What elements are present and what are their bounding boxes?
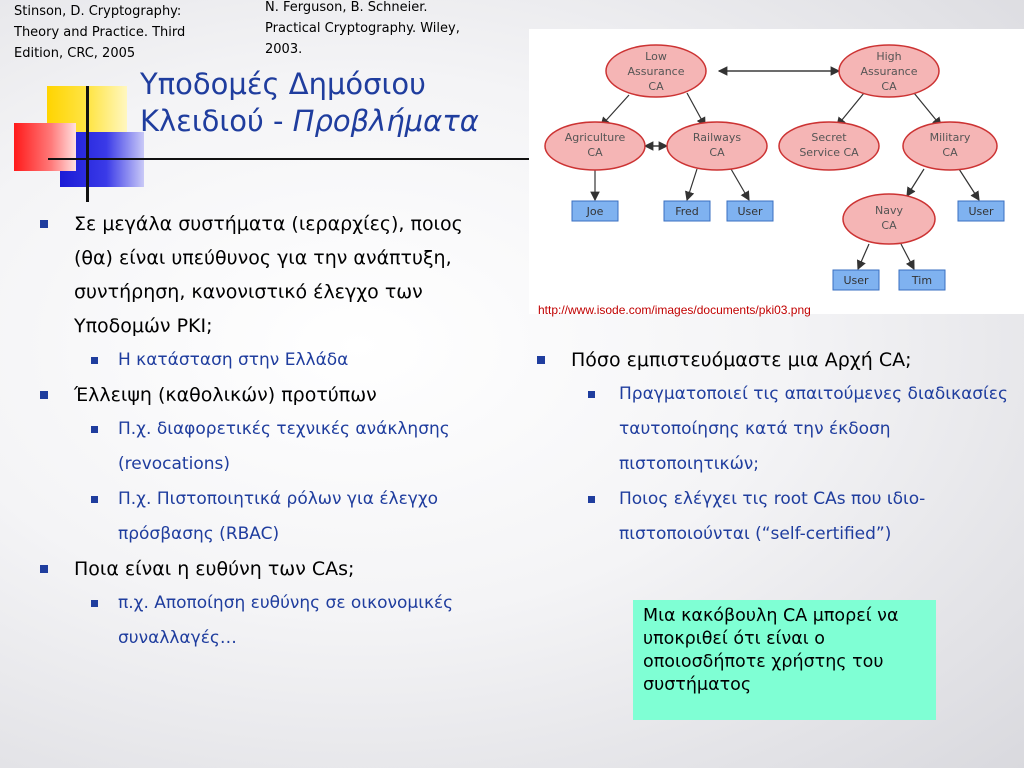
reference-line: 2003. [265,42,303,57]
node-secret-service: Secret Service CA [778,121,880,171]
leaf-label: Fred [675,205,699,218]
reference-ferguson-schneier: N. Ferguson, B. Schneier. Practical Cryp… [265,0,515,60]
reference-line: Edition, CRC, 2005 [14,46,136,61]
node-military: Military CA [902,121,998,171]
node-agriculture: Agriculture CA [544,121,646,171]
vertical-line [86,86,89,202]
reference-line: Practical Cryptography. Wiley, [265,21,460,36]
node-label: Agriculture [565,131,626,144]
bullet-item: Σε μεγάλα συστήματα (ιεραρχίες), ποιος (… [36,207,506,343]
edge-railways-user1 [730,168,750,202]
node-label: CA [881,80,897,93]
reference-line: Stinson, D. Cryptography: [14,4,182,19]
leaf-label: User [737,205,763,218]
leaf-fred: Fred [663,200,711,222]
sub-bullet-item: Η κατάσταση στην Ελλάδα [36,343,506,378]
left-bullet-list: Σε μεγάλα συστήματα (ιεραρχίες), ποιος (… [36,207,506,656]
node-label: Railways [693,131,742,144]
ca-nodes: Low Assurance CA High Assurance CA Agric… [544,44,998,245]
sub-bullet-item: Π.χ. διαφορετικές τεχνικές ανάκλησης (re… [36,412,506,482]
callout-box: Μια κακόβουλη CA μπορεί να υποκριθεί ότι… [633,600,936,720]
node-high-assurance: High Assurance CA [838,44,940,98]
sub-bullet-item: Ποιος ελέγχει τις root CAs που ιδιο-πιστ… [533,482,1013,552]
right-bullet-list: Πόσο εμπιστευόμαστε μια Αρχή CA; Πραγματ… [533,343,1013,552]
leaf-user2: User [957,200,1005,222]
slide-title: Υποδομές Δημόσιου Κλειδιού - Προβλήματα [140,66,479,140]
leaf-tim: Tim [898,269,946,291]
leaf-boxes: Joe Fred User User User Tim [571,200,1005,291]
bullet-item: Ποια είναι η ευθύνη των CAs; [36,552,506,586]
edge-navy-tim [900,243,915,271]
title-line-2-prefix: Κλειδιού - [140,104,293,138]
bullet-item: Πόσο εμπιστευόμαστε μια Αρχή CA; [533,343,1013,377]
node-label: Military [930,131,971,144]
node-label: Service CA [799,146,859,159]
edge-low-agriculture [600,94,630,127]
red-square [14,123,76,171]
edge-low-railways [686,92,706,128]
node-navy: Navy CA [842,193,936,245]
horizontal-line [48,158,530,160]
leaf-joe: Joe [571,200,619,222]
node-label: Assurance [627,65,684,78]
pki-diagram-svg: Low Assurance CA High Assurance CA Agric… [544,44,1005,291]
node-low-assurance: Low Assurance CA [605,44,707,98]
node-railways: Railways CA [666,121,768,171]
node-label: CA [587,146,603,159]
leaf-label: User [843,274,869,287]
node-label: Low [645,50,667,63]
node-label: CA [709,146,725,159]
sub-bullet-item: π.χ. Αποποίηση ευθύνης σε οικονομικές συ… [36,586,506,656]
reference-line: Theory and Practice. Third [14,25,186,40]
node-label: Secret [811,131,847,144]
node-label: Assurance [860,65,917,78]
node-label: CA [881,219,897,232]
title-line-2-italic: Προβλήματα [292,104,479,138]
leaf-label: Tim [911,274,932,287]
node-label: CA [942,146,958,159]
edge-navy-user3 [856,243,870,271]
node-label: High [876,50,901,63]
pki-hierarchy-diagram: Low Assurance CA High Assurance CA Agric… [529,29,1024,314]
node-label: CA [648,80,664,93]
edge-railways-fred [685,168,698,202]
title-line-1: Υποδομές Δημόσιου [140,67,426,101]
bullet-item: Έλλειψη (καθολικών) προτύπων [36,378,506,412]
leaf-user1: User [726,200,774,222]
leaf-label: Joe [586,205,604,218]
edge-military-user2 [958,168,980,202]
image-source-link[interactable]: http://www.isode.com/images/documents/pk… [538,303,811,317]
sub-bullet-item: Π.χ. Πιστοποιητικά ρόλων για έλεγχο πρόσ… [36,482,506,552]
node-label: Navy [875,204,903,217]
sub-bullet-item: Πραγματοποιεί τις απαιτούμενες διαδικασί… [533,377,1013,482]
edge-high-military [913,92,942,127]
leaf-user3: User [832,269,880,291]
reference-stinson: Stinson, D. Cryptography: Theory and Pra… [14,1,244,64]
leaf-label: User [968,205,994,218]
diagram-edges [590,66,980,271]
edge-high-secret [836,92,865,127]
reference-line: N. Ferguson, B. Schneier. [265,0,428,15]
edge-military-navy [906,168,925,198]
title-line-2: Κλειδιού - Προβλήματα [140,103,479,140]
